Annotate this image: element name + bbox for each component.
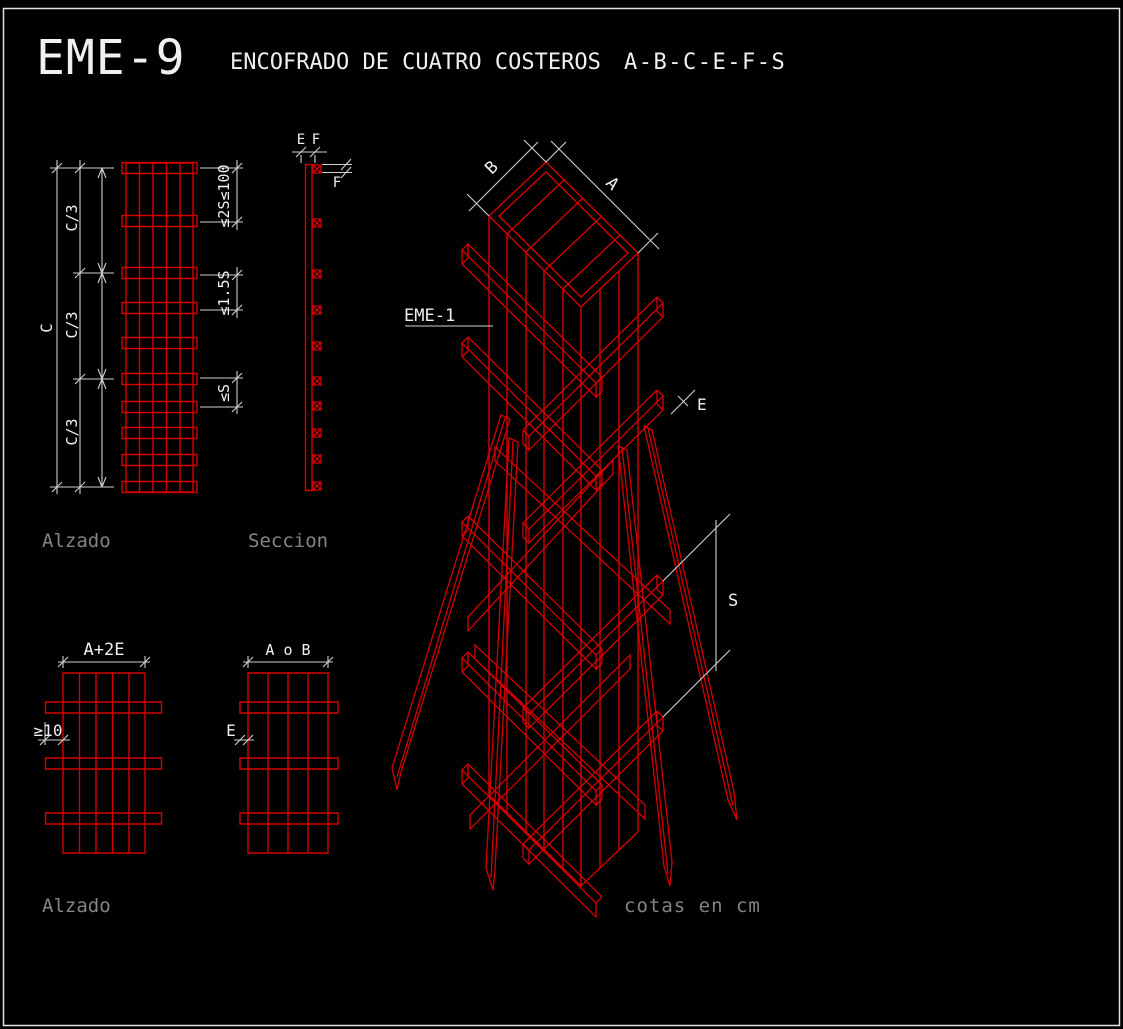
panel2-width-dim [242,656,334,668]
iso-leg-4 [643,424,738,821]
drawing-title: ENCOFRADO DE CUATRO COSTEROS [230,50,601,75]
dim-label-15s: ≤1.5S [215,270,233,315]
dim-label-s: ≤S [215,384,233,402]
drawing-code: EME-9 [36,30,186,86]
dim-label-c: C [37,323,56,333]
callout-label: EME-1 [404,306,455,326]
alzado-top-view: C C/3 C/3 C/3 ≤2S≤100 ≤1.5S ≤S Alzado [37,160,243,552]
right-dim-lines [231,160,243,414]
dim-arrow-line [97,167,107,488]
panel-view-1: A+2E ≥10 [34,640,163,854]
units-note: cotas en cm [624,895,761,917]
sheet-border [2,7,1121,1027]
seccion-label: Seccion [248,530,328,552]
dim-label-c3-1: C/3 [63,204,81,231]
iso-column [487,161,640,887]
dim-a-lines [545,140,660,254]
alzado-dimensions: C C/3 C/3 C/3 ≤2S≤100 ≤1.5S ≤S [37,160,243,494]
iso-battens-left [461,243,603,919]
title-block: EME-9 ENCOFRADO DE CUATRO COSTEROS A-B-C… [36,30,786,86]
alzado-top-label: Alzado [42,530,111,552]
extension-lines [50,167,114,488]
alzado-column [121,161,198,494]
iso-leg-2 [485,437,519,891]
dim-label-b: B [481,157,502,178]
drawing-series: A-B-C-E-F-S [624,50,786,75]
dim-label-s: S [728,591,738,611]
iso-battens-right [522,296,664,866]
dim-label-2s: ≤2S≤100 [215,164,233,227]
dim-line-c [51,160,63,494]
section-battens [312,164,322,491]
iso-braces [467,445,671,831]
panel2-thickness-dim [234,734,254,746]
panel1-overhang-dim [38,722,70,746]
seccion-dimensions: E F F [292,132,352,191]
dim-s-lines [662,513,731,718]
isometric-view: B A S E EME-1 [391,139,738,919]
panel1-boards [62,672,146,854]
dim-label-e-iso: E [697,395,707,414]
seccion-view: E F F Seccion [248,132,352,552]
panel1-width-dim [57,656,151,668]
dim-label-c3-3: C/3 [63,418,81,445]
panel1-width-label: A+2E [84,640,125,660]
dim-label-f-side: F [333,175,341,191]
f-side-dim [322,158,352,179]
dim-label-e: E [297,132,305,148]
section-board [304,163,313,492]
right-extension-lines [200,167,243,408]
panel2-thickness-label: E [226,721,236,740]
iso-leg-3 [617,444,673,887]
panel1-battens [44,701,163,825]
board-lines [125,162,194,493]
dim-label-c3-2: C/3 [63,311,81,338]
ef-ticks [292,146,327,163]
panel2-battens [239,701,339,825]
dim-line-c3 [74,160,86,494]
iso-leg-1 [391,414,511,791]
panel2-width-label: A o B [265,641,310,659]
dim-b-lines [466,139,547,217]
dim-label-a: A [601,173,622,194]
dim-label-f: F [312,132,320,148]
panel-view-2: A o B E [226,641,339,854]
dim-e-lines [670,389,696,415]
batten-bars [121,161,198,494]
panel1-overhang-label: ≥10 [34,721,63,740]
panel2-boards [247,672,329,854]
alzado-bottom-label: Alzado [42,895,111,917]
